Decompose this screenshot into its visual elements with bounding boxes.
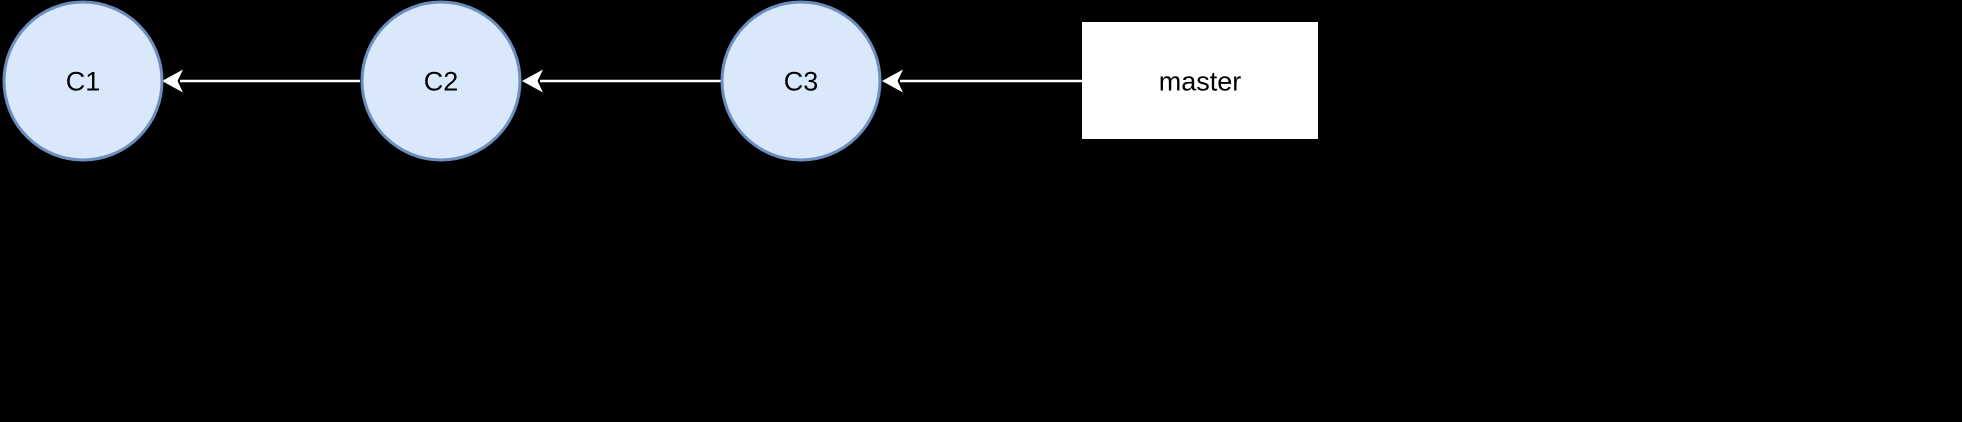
branch-pointer-master: master — [1082, 22, 1318, 139]
arrowhead-left-icon — [882, 69, 903, 93]
branch-rect — [1082, 22, 1318, 139]
commit-node-c1: C1 — [2, 0, 164, 162]
commit-label: C2 — [424, 66, 459, 96]
commit-label: C1 — [66, 66, 101, 96]
commit-node-c2: C2 — [360, 0, 522, 162]
edge-master-to-c3 — [882, 69, 1082, 93]
edge-c2-to-c1 — [162, 69, 360, 93]
commit-circle — [720, 0, 882, 162]
commit-label: C3 — [784, 66, 819, 96]
arrowhead-left-icon — [162, 69, 183, 93]
commit-node-c3: C3 — [720, 0, 882, 162]
commit-circle — [2, 0, 164, 162]
commit-circle — [360, 0, 522, 162]
branch-label: master — [1159, 66, 1242, 96]
arrowhead-left-icon — [522, 69, 543, 93]
edge-c3-to-c2 — [522, 69, 721, 93]
